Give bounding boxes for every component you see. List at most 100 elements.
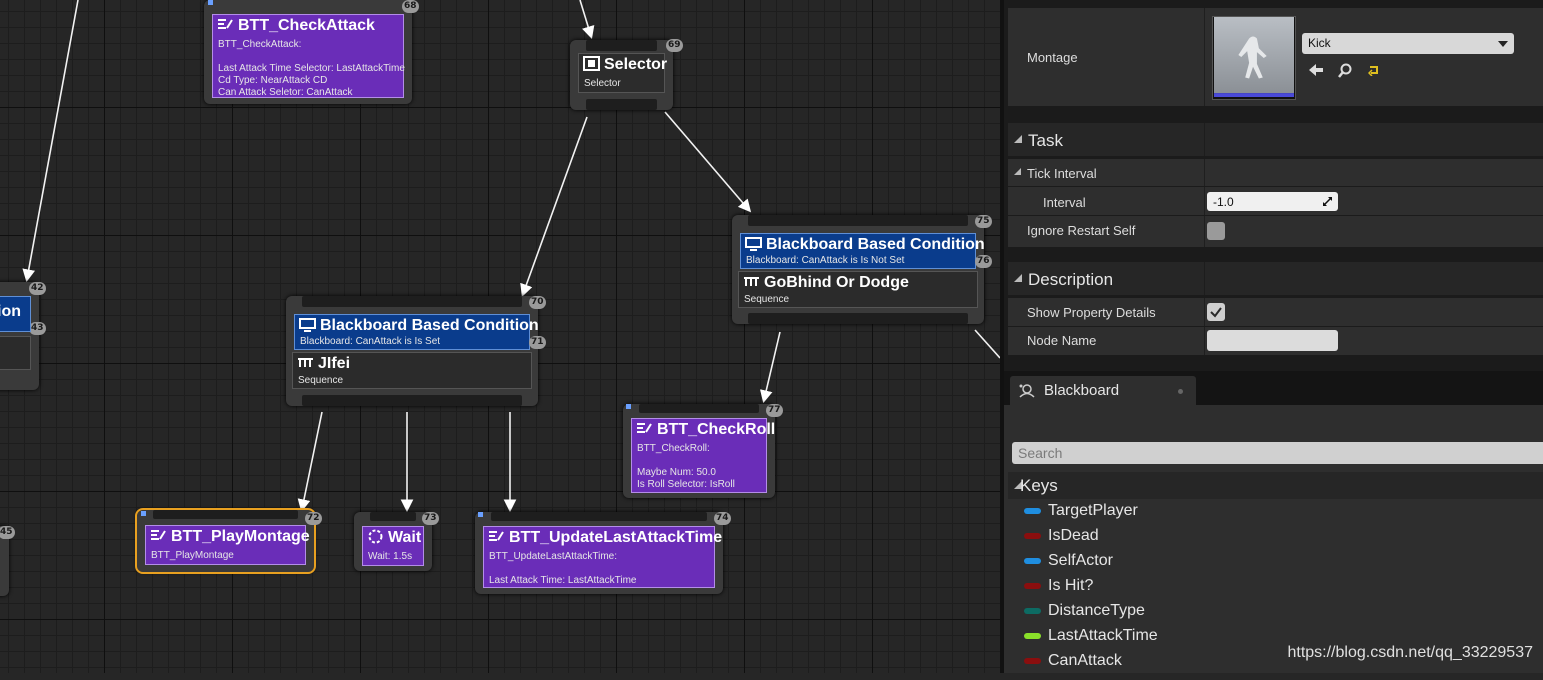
node-gobhind-sequence[interactable]: 75 Blackboard Based Condition Blackboard… [732,215,992,324]
selector-icon [583,56,600,71]
input-pin[interactable] [748,215,968,226]
close-tab-icon[interactable] [1178,389,1183,394]
node-desc-line: Wait: 1.5s [368,551,413,562]
interval-row: Interval -1.0 [1008,187,1543,215]
node-btt-check-roll[interactable]: 77 BTT_CheckRoll BTT_CheckRoll: Maybe Nu… [623,404,783,498]
tab-label: Blackboard [1044,382,1120,399]
montage-thumbnail[interactable] [1212,16,1296,100]
key-name: IsDead [1048,527,1099,544]
wire [22,0,79,283]
node-title-text: BTT_UpdateLastAttackTime [509,529,723,546]
blackboard-key-item[interactable]: Is Hit? [1004,575,1524,600]
node-index-badge: 74 [714,512,731,525]
ignore-restart-self-checkbox[interactable] [1207,222,1225,240]
task-body: BTT_PlayMontage BTT_PlayMontage [145,525,310,565]
node-name-label: Node Name [1027,333,1097,348]
node-jifei-sequence[interactable]: 70 Blackboard Based Condition Blackboard… [286,296,546,406]
montage-label: Montage [1027,50,1078,65]
category-label: Description [1028,270,1114,289]
input-pin[interactable] [639,404,759,413]
interval-numeric-input[interactable]: -1.0 [1207,192,1338,211]
node-index-badge: 68 [402,0,419,13]
drag-spin-icon[interactable] [1322,196,1333,207]
blackboard-key-item[interactable]: DistanceType [1004,600,1524,625]
node-index-badge: 77 [766,404,783,417]
node-btt-update-last-attack-time[interactable]: 74 BTT_UpdateLastAttackTime BTT_UpdateLa… [475,512,731,594]
tab-blackboard[interactable]: Blackboard [1010,376,1196,406]
node-left-partial[interactable]: 42 43 ion [0,282,46,390]
wire [759,331,781,404]
sequence-icon [298,358,313,367]
node-name-row: Node Name [1008,327,1543,355]
use-selected-arrow-icon[interactable] [1308,63,1324,77]
composite-sequence: GoBhind Or Dodge Sequence [738,271,978,308]
node-title-fragment: ion [0,303,21,320]
node-title-text: BTT_CheckRoll [657,421,776,438]
node-left-bottom-partial[interactable]: 45 [0,526,15,596]
node-title: BTT_UpdateLastAttackTime [488,529,722,547]
reset-to-default-icon[interactable] [1368,65,1380,76]
key-type-pill-icon [1024,533,1041,539]
search-input[interactable]: Search [1012,442,1543,464]
input-pin[interactable] [491,512,707,521]
node-index-badge: 43 [29,322,46,335]
decorator-blackboard-condition[interactable]: Blackboard Based Condition Blackboard: C… [740,233,985,269]
output-pin[interactable] [748,313,968,324]
details-panel: Montage Kick Task Tick Interval Interva [1000,0,1543,673]
node-desc-line: Can Attack Seletor: CanAttack [218,87,353,98]
decorator-blackboard-condition[interactable]: Blackboard Based Condition Blackboard: C… [294,314,539,350]
checkmark-icon [1210,307,1222,318]
collapse-triangle-icon[interactable] [1014,168,1021,175]
column-splitter[interactable] [1204,8,1205,106]
input-pin[interactable] [370,512,416,521]
collapse-triangle-icon[interactable] [1014,274,1022,282]
show-property-details-checkbox[interactable] [1207,303,1225,321]
category-task[interactable]: Task [1008,123,1543,156]
node-index-badge: 69 [666,39,683,52]
output-pin[interactable] [302,395,522,406]
wire [297,411,323,513]
node-title: BTT_CheckAttack [217,17,375,35]
interval-label: Interval [1043,195,1086,210]
blackboard-key-item[interactable]: CanAttack [1004,650,1524,675]
node-index-badge: 73 [422,512,439,525]
task-marker [141,511,146,516]
decorator-index-badge: 76 [975,255,992,268]
node-desc-line: BTT_CheckRoll: [637,443,710,454]
input-pin[interactable] [153,510,298,519]
input-pin[interactable] [302,296,522,307]
blackboard-key-item[interactable]: IsDead [1004,525,1524,550]
browse-search-icon[interactable] [1338,63,1353,78]
node-title-text: Wait [388,529,422,546]
blackboard-icon [1019,384,1035,398]
category-keys[interactable]: Keys [1008,472,1543,499]
watermark-text: https://blog.csdn.net/qq_33229537 [1287,644,1533,661]
node-btt-play-montage[interactable]: 72 BTT_PlayMontage BTT_PlayMontage [135,508,322,574]
blackboard-key-item[interactable]: SelfActor [1004,550,1524,575]
node-selector[interactable]: 69 Selector Selector [570,39,683,110]
collapse-triangle-icon[interactable] [1014,481,1022,489]
blackboard-key-item[interactable]: LastAttackTime [1004,625,1524,650]
blackboard-key-item[interactable]: TargetPlayer [1004,500,1524,525]
output-pin[interactable] [586,99,657,110]
input-pin[interactable] [586,40,657,51]
task-body: BTT_CheckAttack BTT_CheckAttack: Last At… [212,14,405,98]
node-btt-check-attack[interactable]: 68 BTT_CheckAttack BTT_CheckAttack: Last… [204,0,419,104]
node-desc-line: BTT_PlayMontage [151,550,234,561]
interval-value: -1.0 [1213,195,1234,209]
collapse-triangle-icon[interactable] [1014,135,1022,143]
node-wait[interactable]: 73 Wait Wait: 1.5s [354,512,439,571]
node-title: Wait [367,529,421,547]
key-name: DistanceType [1048,602,1145,619]
task-icon [637,423,652,433]
category-description[interactable]: Description [1008,262,1543,295]
composite-type: Sequence [298,375,344,386]
node-index-badge: 45 [0,526,15,539]
task-icon [151,530,166,540]
behavior-tree-graph[interactable]: 68 BTT_CheckAttack BTT_CheckAttack: Last… [0,0,1000,673]
montage-asset-dropdown[interactable]: Kick [1302,33,1514,54]
node-desc-line: BTT_UpdateLastAttackTime: [489,551,618,562]
node-name-input[interactable] [1207,330,1338,351]
node-title: BTT_PlayMontage [150,528,310,546]
